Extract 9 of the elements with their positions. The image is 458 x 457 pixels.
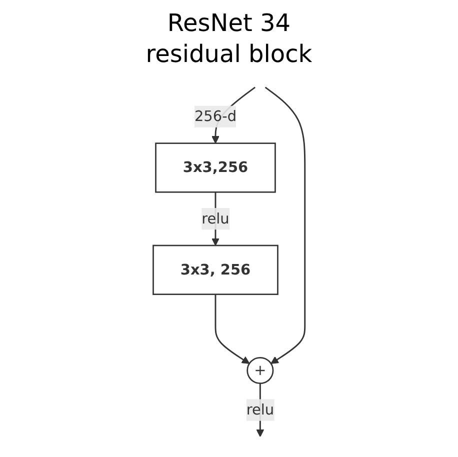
arrow [264, 87, 306, 364]
node-circle: + [246, 357, 274, 384]
node-box: 3x3,256 [155, 142, 276, 194]
edge-label: 256-d [194, 108, 236, 126]
node-box: 3x3, 256 [152, 245, 278, 296]
arrow [214, 294, 250, 364]
edge-label: relu [202, 210, 230, 228]
edge-label: relu [246, 401, 274, 419]
diagram-title: ResNet 34 residual block [144, 8, 314, 70]
